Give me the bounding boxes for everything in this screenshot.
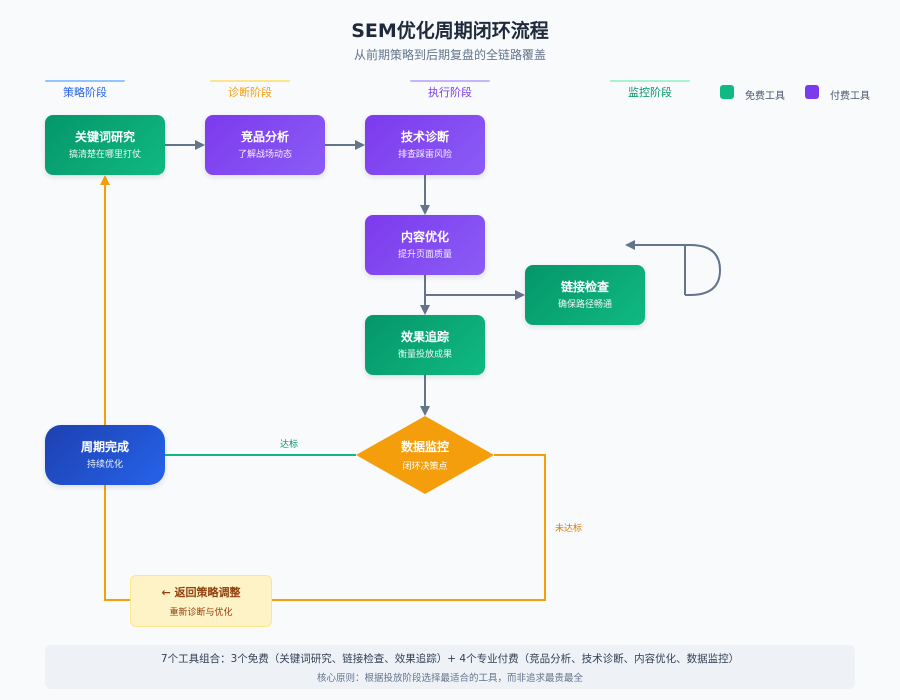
node-subtitle: 持续优化 <box>86 460 123 470</box>
node-keyword-research[interactable]: 关键词研究 搞清楚在哪里打仗 <box>45 115 165 175</box>
node-title: 数据监控 <box>400 440 449 454</box>
node-content-optimization[interactable]: 内容优化 提升页面质量 <box>365 215 485 275</box>
node-tech-diagnosis[interactable]: 技术诊断 排查踩雷风险 <box>365 115 485 175</box>
node-cycle-complete[interactable]: 周期完成 持续优化 <box>45 425 165 485</box>
stage-line-diagnosis <box>210 80 290 82</box>
footer-summary: 7个工具组合：3个免费（关键词研究、链接检查、效果追踪）+ 4个专业付费（竞品分… <box>160 652 740 665</box>
node-subtitle: 搞清楚在哪里打仗 <box>68 150 141 160</box>
node-subtitle: 闭环决策点 <box>402 462 448 472</box>
stage-line-execution <box>410 80 490 82</box>
stage-label-execution: 执行阶段 <box>428 86 472 99</box>
page-title: SEM优化周期闭环流程 <box>351 20 549 42</box>
stage-line-monitoring <box>610 80 690 82</box>
node-title: 周期完成 <box>80 440 129 454</box>
legend-free-swatch <box>720 85 734 99</box>
node-title: 关键词研究 <box>74 130 135 144</box>
node-title: 链接检查 <box>560 280 609 294</box>
page-subtitle: 从前期策略到后期复盘的全链路覆盖 <box>353 48 546 62</box>
edge-label-not-reached: 未达标 <box>555 524 583 534</box>
node-subtitle: 确保路径畅通 <box>557 300 612 310</box>
decision-diamond <box>356 416 494 494</box>
stage-line-strategy <box>45 80 125 82</box>
legend-paid-label: 付费工具 <box>830 91 870 102</box>
node-subtitle: 提升页面质量 <box>397 250 452 260</box>
node-effect-tracking[interactable]: 效果追踪 衡量投放成果 <box>365 315 485 375</box>
node-title: 竞品分析 <box>240 130 289 144</box>
stage-label-diagnosis: 诊断阶段 <box>228 86 272 99</box>
node-subtitle: 衡量投放成果 <box>397 350 452 360</box>
return-subtitle: 重新诊断与优化 <box>169 608 233 618</box>
node-title: 技术诊断 <box>400 130 449 144</box>
footer-principle: 核心原则：根据投放阶段选择最适合的工具，而非追求最贵最全 <box>316 672 583 684</box>
node-title: 效果追踪 <box>400 330 449 344</box>
node-link-check[interactable]: 链接检查 确保路径畅通 <box>525 265 645 325</box>
stage-label-monitoring: 监控阶段 <box>628 86 672 99</box>
node-title: 内容优化 <box>400 230 449 244</box>
summary-footer: 7个工具组合：3个免费（关键词研究、链接检查、效果追踪）+ 4个专业付费（竞品分… <box>45 645 855 689</box>
edge-label-reached: 达标 <box>280 440 299 450</box>
return-to-strategy-box[interactable]: ← 返回策略调整 重新诊断与优化 <box>130 575 272 627</box>
node-competitor-analysis[interactable]: 竞品分析 了解战场动态 <box>205 115 325 175</box>
legend-free-label: 免费工具 <box>745 91 785 102</box>
node-subtitle: 了解战场动态 <box>237 150 292 160</box>
stage-label-strategy: 策略阶段 <box>63 86 107 99</box>
node-subtitle: 排查踩雷风险 <box>397 150 452 160</box>
return-title: ← 返回策略调整 <box>161 586 241 599</box>
node-data-monitoring[interactable]: 数据监控 闭环决策点 <box>356 416 494 494</box>
arrow-links-loop <box>627 245 722 296</box>
legend-paid-swatch <box>805 85 819 99</box>
